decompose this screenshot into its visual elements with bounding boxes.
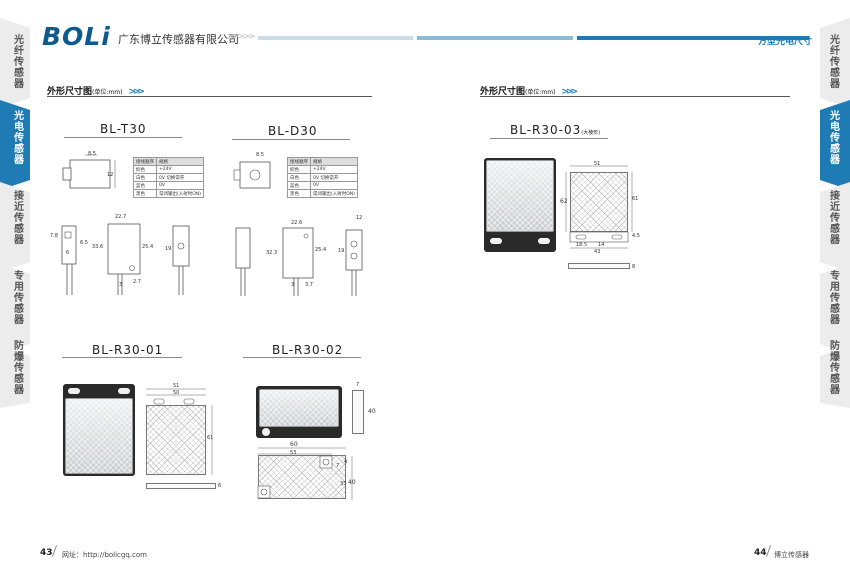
right-tab-photoelectric[interactable]: 光电传感器 [827, 110, 839, 165]
r30-01-drawing-dims [146, 388, 213, 475]
r30-01-drawing [146, 405, 206, 475]
footer-slash-right [765, 545, 772, 557]
left-tab-explosion[interactable]: 防爆传感器 [11, 340, 23, 395]
r30-02-drawing-dims [257, 447, 353, 500]
r30-03-photo [484, 158, 556, 252]
r30-03-side-view [568, 263, 630, 269]
model-label-d30: BL-D30 [268, 124, 318, 138]
page-title: 方型光电尺寸 [757, 37, 812, 47]
right-tab-special[interactable]: 专用传感器 [827, 270, 839, 325]
company-name: 广东博立传感器有限公司 [118, 33, 239, 46]
model-label-r30-02: BL-R30-02 [272, 343, 344, 357]
model-label-r30-01: BL-R30-01 [92, 343, 164, 357]
company-logo: BOLi [42, 22, 111, 51]
footer-brand: 博立传感器 [774, 551, 809, 559]
d30-front-views [235, 227, 363, 296]
t30-top-view [62, 154, 116, 189]
r30-03-drawing [570, 172, 628, 232]
header-bar-mid [417, 36, 573, 40]
model-underline-r30-01 [62, 357, 182, 358]
model-label-r30-03: BL-R30-03(大棱形) [510, 123, 601, 137]
page-number-left: 43 [40, 548, 53, 558]
header-bar-dark [577, 36, 809, 40]
r30-02-side-view [352, 390, 364, 434]
r30-01-side-view [146, 483, 216, 489]
header-chevrons: >>>>> [226, 32, 256, 42]
header-bar-light [258, 36, 413, 40]
left-tab-special[interactable]: 专用传感器 [11, 270, 23, 325]
right-section-rule [480, 96, 790, 97]
left-tab-photoelectric[interactable]: 光电传感器 [11, 110, 23, 165]
model-underline-d30 [232, 139, 350, 140]
model-underline-r30-03 [490, 138, 608, 139]
r30-02-photo [256, 386, 342, 438]
right-tab-fiber[interactable]: 光纤传感器 [827, 34, 839, 89]
model-label-t30: BL-T30 [100, 122, 147, 136]
left-tab-proximity[interactable]: 接近传感器 [11, 190, 23, 245]
right-tab-explosion[interactable]: 防爆传感器 [827, 340, 839, 395]
right-section-title: 外形尺寸图(单位:mm)>>> [480, 87, 578, 97]
right-tab-proximity[interactable]: 接近传感器 [827, 190, 839, 245]
left-tab-shapes [0, 18, 30, 408]
left-tab-fiber[interactable]: 光纤传感器 [11, 34, 23, 89]
right-tab-shapes [820, 18, 850, 408]
model-underline-t30 [64, 137, 182, 138]
r30-01-photo [63, 384, 135, 476]
website-link[interactable]: 网址：http://bolicgq.com [62, 551, 147, 559]
page-number-right: 44 [754, 548, 767, 558]
model-underline-r30-02 [243, 357, 361, 358]
d30-top-view [233, 161, 271, 189]
left-section-rule [47, 96, 372, 97]
footer-slash-left [51, 545, 58, 557]
r30-03-drawing-dims [565, 165, 633, 249]
left-section-title: 外形尺寸图(单位:mm)>>> [47, 87, 145, 97]
t30-front-views [61, 223, 190, 295]
